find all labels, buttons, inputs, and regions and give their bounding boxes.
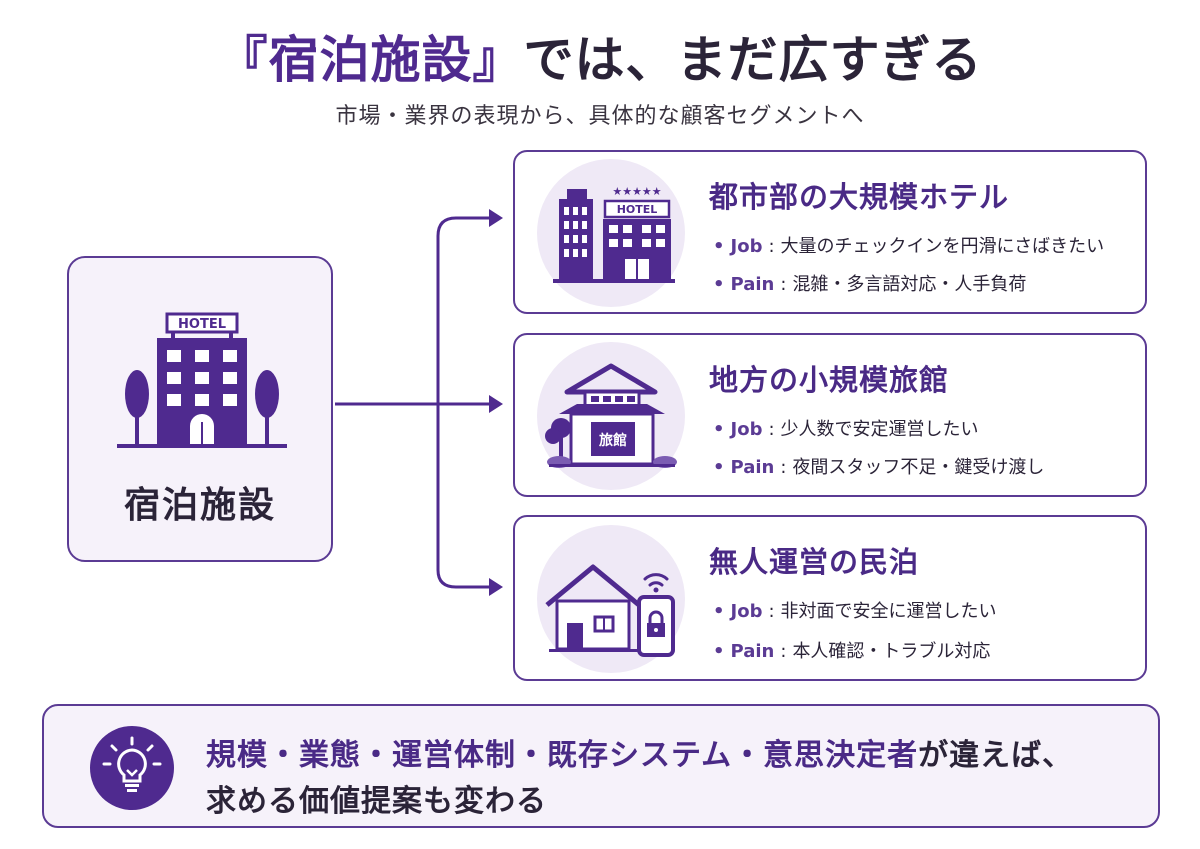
segment-card-ryokan: 旅館 地方の小規模旅館 •Job:少人数で安定運営したい •Pain:夜間スタッ…: [513, 333, 1147, 497]
segment-title: 都市部の大規模ホテル: [709, 180, 1010, 214]
bullet-dot: •: [713, 601, 725, 622]
colon-separator: :: [780, 274, 787, 295]
colon-separator: :: [768, 601, 775, 622]
city-hotel-icon: ★★★★★ HOTEL: [553, 185, 675, 283]
hotel-stars: ★★★★★: [612, 185, 661, 198]
colon-separator: :: [768, 236, 775, 257]
segment-card-minpaku: 無人運営の民泊 •Job:非対面で安全に運営したい •Pain:本人確認・トラブ…: [513, 515, 1147, 681]
ryokan-icon: 旅館: [545, 363, 677, 468]
job-key: Job: [730, 419, 763, 440]
icon-circle: [537, 525, 685, 673]
segment-pain: •Pain:本人確認・トラブル対応: [713, 637, 990, 663]
segment-title: 地方の小規模旅館: [709, 363, 950, 397]
icon-circle: 旅館: [537, 342, 685, 490]
colon-separator: :: [780, 641, 787, 662]
bullet-dot: •: [713, 236, 725, 257]
pain-key: Pain: [730, 641, 775, 662]
segment-title: 無人運営の民泊: [709, 545, 920, 579]
source-box: HOTEL 宿泊施設: [67, 256, 333, 562]
city-hotel-sign-text: HOTEL: [617, 203, 658, 216]
pain-text: 混雑・多言語対応・人手負荷: [792, 274, 1027, 295]
segment-job: •Job:非対面で安全に運営したい: [713, 597, 997, 623]
hotel-sign-text: HOTEL: [178, 317, 226, 332]
job-text: 大量のチェックインを円滑にさばきたい: [780, 236, 1105, 257]
page-subtitle: 市場・業界の表現から、具体的な顧客セグメントへ: [335, 104, 865, 129]
conclusion-banner: 規模・業態・運営体制・既存システム・意思決定者が違えば、 求める価値提案も変わる: [42, 704, 1160, 828]
unmanned-house-icon: [545, 564, 675, 657]
pain-key: Pain: [730, 457, 775, 478]
banner-line-1-rest: が違えば、: [918, 738, 1074, 773]
source-label: 宿泊施設: [123, 485, 276, 526]
job-key: Job: [730, 601, 763, 622]
banner-line-1: 規模・業態・運営体制・既存システム・意思決定者が違えば、: [206, 730, 1073, 774]
pain-text: 夜間スタッフ不足・鍵受け渡し: [792, 457, 1045, 478]
page-title: 『宿泊施設』では、まだ広すぎる: [0, 20, 1200, 92]
banner-highlight: 規模・業態・運営体制・既存システム・意思決定者: [206, 738, 919, 773]
pain-text: 本人確認・トラブル対応: [792, 641, 991, 662]
icon-circle: ★★★★★ HOTEL: [537, 159, 685, 307]
bullet-dot: •: [713, 641, 725, 662]
lightbulb-icon: [102, 736, 162, 792]
page-title-rest: では、まだ広すぎる: [523, 31, 983, 89]
bullet-dot: •: [713, 274, 725, 295]
page-title-highlight: 『宿泊施設』: [217, 31, 524, 89]
segment-pain: •Pain:混雑・多言語対応・人手負荷: [713, 270, 1026, 296]
job-text: 少人数で安定運営したい: [780, 419, 979, 440]
bullet-dot: •: [713, 419, 725, 440]
segment-card-urban-hotel: ★★★★★ HOTEL 都市部の大規模ホテル •Job:大量: [513, 150, 1147, 314]
lightbulb-badge: [90, 726, 174, 810]
segment-pain: •Pain:夜間スタッフ不足・鍵受け渡し: [713, 453, 1044, 479]
segment-job: •Job:少人数で安定運営したい: [713, 415, 979, 441]
hotel-icon: HOTEL: [117, 312, 287, 448]
segment-job: •Job:大量のチェックインを円滑にさばきたい: [713, 232, 1104, 258]
colon-separator: :: [768, 419, 775, 440]
colon-separator: :: [780, 457, 787, 478]
pain-key: Pain: [730, 274, 775, 295]
bullet-dot: •: [713, 457, 725, 478]
job-key: Job: [730, 236, 763, 257]
ryokan-sign-text: 旅館: [599, 432, 627, 449]
job-text: 非対面で安全に運営したい: [780, 601, 997, 622]
banner-line-2: 求める価値提案も変わる: [206, 784, 547, 819]
